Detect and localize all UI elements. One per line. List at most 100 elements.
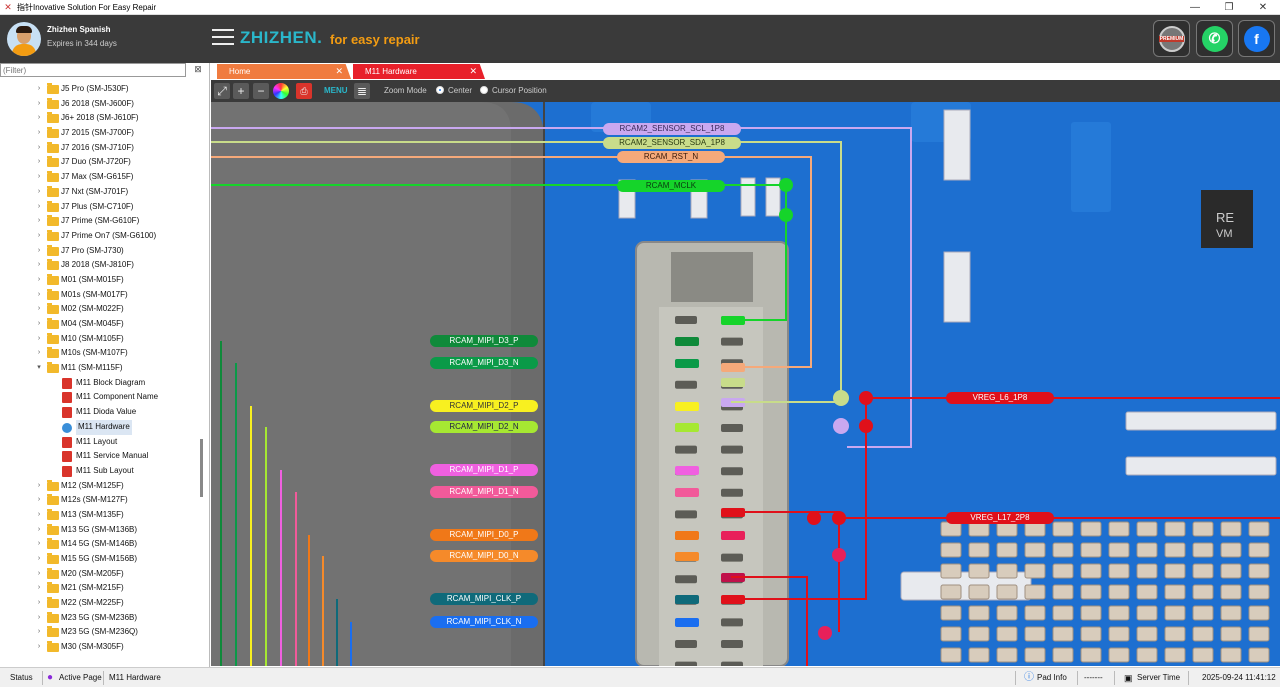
tree-item[interactable]: ›M02 (SM-M022F) [0,302,208,317]
fit-view-icon[interactable]: ⤢ [214,83,230,99]
pdf-icon[interactable]: ⎙ [296,83,312,99]
chevron-right-icon[interactable]: › [37,643,41,651]
tree-item[interactable]: M11 Service Manual [0,449,208,464]
net-label-vreg-l17[interactable]: VREG_L17_2P8 [946,512,1054,524]
tab-home[interactable]: Home✕ [217,64,351,79]
tree-item[interactable]: ›J7 Prime On7 (SM-G6100) [0,229,208,244]
net-label-mipi-d1-n[interactable]: RCAM_MIPI_D1_N [430,486,538,498]
tree-item[interactable]: ›J7 Prime (SM-G610F) [0,214,208,229]
tree-scrollbar[interactable] [200,439,203,497]
chevron-right-icon[interactable]: › [37,202,41,210]
premium-button[interactable]: PREMIUM [1153,20,1190,57]
close-window-button[interactable]: ✕ [1258,2,1268,13]
chevron-right-icon[interactable]: › [37,217,41,225]
tree-item[interactable]: M11 Dioda Value [0,405,208,420]
avatar[interactable] [7,22,41,56]
chevron-right-icon[interactable]: › [37,129,41,137]
tree-item[interactable]: ›M12s (SM-M127F) [0,493,208,508]
tree-item[interactable]: M11 Sub Layout [0,464,208,479]
net-label-mipi-d3-n[interactable]: RCAM_MIPI_D3_N [430,357,538,369]
tree-item[interactable]: M11 Block Diagram [0,376,208,391]
chevron-right-icon[interactable]: › [37,290,41,298]
tree-item[interactable]: ›M13 5G (SM-M136B) [0,523,208,538]
tree-item[interactable]: ›M22 (SM-M225F) [0,596,208,611]
tree-item[interactable]: ›J7 Duo (SM-J720F) [0,155,208,170]
net-label-rcam-rst[interactable]: RCAM_RST_N [617,151,725,163]
tree-item[interactable]: ›M13 (SM-M135F) [0,508,208,523]
tree-item[interactable]: ›J7 Max (SM-G615F) [0,170,208,185]
chevron-right-icon[interactable]: › [37,143,41,151]
tree-item[interactable]: ›M10 (SM-M105F) [0,332,208,347]
net-label-mipi-d1-p[interactable]: RCAM_MIPI_D1_P [430,464,538,476]
chevron-right-icon[interactable]: › [37,510,41,518]
chevron-right-icon[interactable]: › [37,99,41,107]
filter-input[interactable] [0,63,186,77]
whatsapp-button[interactable]: ✆ [1196,20,1233,57]
tree-item[interactable]: ›M23 5G (SM-M236B) [0,611,208,626]
tree-item[interactable]: ›M23 5G (SM-M236Q) [0,625,208,640]
tree-item[interactable]: ›J6 2018 (SM-J600F) [0,97,208,112]
chevron-right-icon[interactable]: › [37,85,41,92]
zoom-out-icon[interactable]: − [253,83,269,99]
tree-item[interactable]: ›M21 (SM-M215F) [0,581,208,596]
tab-m11-hardware[interactable]: M11 Hardware✕ [353,64,485,79]
chevron-right-icon[interactable]: › [37,584,41,592]
net-label-mipi-d3-p[interactable]: RCAM_MIPI_D3_P [430,335,538,347]
chevron-right-icon[interactable]: › [37,349,41,357]
tree-item[interactable]: ›J6+ 2018 (SM-J610F) [0,111,208,126]
tree-item[interactable]: ›M12 (SM-M125F) [0,479,208,494]
chevron-right-icon[interactable]: › [37,540,41,548]
chevron-right-icon[interactable]: › [37,613,41,621]
chevron-right-icon[interactable]: › [37,599,41,607]
chevron-right-icon[interactable]: › [37,261,41,269]
chevron-right-icon[interactable]: › [37,481,41,489]
close-tab-icon[interactable]: ✕ [335,66,343,76]
minimize-button[interactable]: — [1190,2,1200,13]
chevron-right-icon[interactable]: › [37,246,41,254]
chevron-right-icon[interactable]: › [37,275,41,283]
chevron-right-icon[interactable]: › [37,231,41,239]
tree-item[interactable]: ›M30 (SM-M305F) [0,640,208,655]
net-label-mipi-clk-n[interactable]: RCAM_MIPI_CLK_N [430,616,538,628]
tree-item[interactable]: ›M15 5G (SM-M156B) [0,552,208,567]
tree-item[interactable]: ›M04 (SM-M045F) [0,317,208,332]
chevron-right-icon[interactable]: › [37,628,41,636]
net-label-mipi-d0-p[interactable]: RCAM_MIPI_D0_P [430,529,538,541]
menu-button[interactable]: MENU [324,86,348,95]
board-canvas[interactable]: RE VM [211,102,1280,666]
tree-item[interactable]: ›J7 Pro (SM-J730) [0,244,208,259]
chevron-right-icon[interactable]: › [37,496,41,504]
facebook-button[interactable]: f [1238,20,1275,57]
chevron-right-icon[interactable]: › [37,569,41,577]
net-label-mipi-d2-n[interactable]: RCAM_MIPI_D2_N [430,421,538,433]
close-tab-icon[interactable]: ✕ [469,66,477,76]
net-label-mipi-clk-p[interactable]: RCAM_MIPI_CLK_P [430,593,538,605]
net-label-mipi-d2-p[interactable]: RCAM_MIPI_D2_P [430,400,538,412]
color-picker-icon[interactable] [273,83,289,99]
maximize-button[interactable]: ❐ [1224,2,1234,13]
net-label-vreg-l6[interactable]: VREG_L6_1P8 [946,392,1054,404]
chevron-right-icon[interactable]: › [37,334,41,342]
chevron-right-icon[interactable]: › [37,555,41,562]
chevron-right-icon[interactable]: › [37,173,41,181]
list-icon[interactable]: ≣ [354,83,370,99]
tree-item[interactable]: ›M10s (SM-M107F) [0,346,208,361]
tree-item[interactable]: ›J5 Pro (SM-J530F) [0,82,208,97]
net-label-rcam-mclk[interactable]: RCAM_MCLK [617,180,725,192]
chevron-right-icon[interactable]: › [37,158,41,166]
net-label-mipi-d0-n[interactable]: RCAM_MIPI_D0_N [430,550,538,562]
clear-filter-icon[interactable]: ⊠ [194,64,202,74]
tree-item[interactable]: ›J7 Plus (SM-C710F) [0,200,208,215]
chevron-right-icon[interactable]: › [37,320,41,327]
zoom-in-icon[interactable]: + [233,83,249,99]
chevron-right-icon[interactable]: › [37,525,41,533]
tree-item[interactable]: ›M14 5G (SM-M146B) [0,537,208,552]
tree-item[interactable]: ›J7 Nxt (SM-J701F) [0,185,208,200]
chevron-right-icon[interactable]: › [37,187,41,195]
hamburger-menu-icon[interactable] [212,29,234,47]
chevron-right-icon[interactable]: › [37,114,41,122]
center-radio[interactable] [436,86,444,94]
chevron-right-icon[interactable]: › [37,305,41,313]
tree-item[interactable]: ›M01s (SM-M017F) [0,288,208,303]
tree-item[interactable]: M11 Component Name [0,390,208,405]
